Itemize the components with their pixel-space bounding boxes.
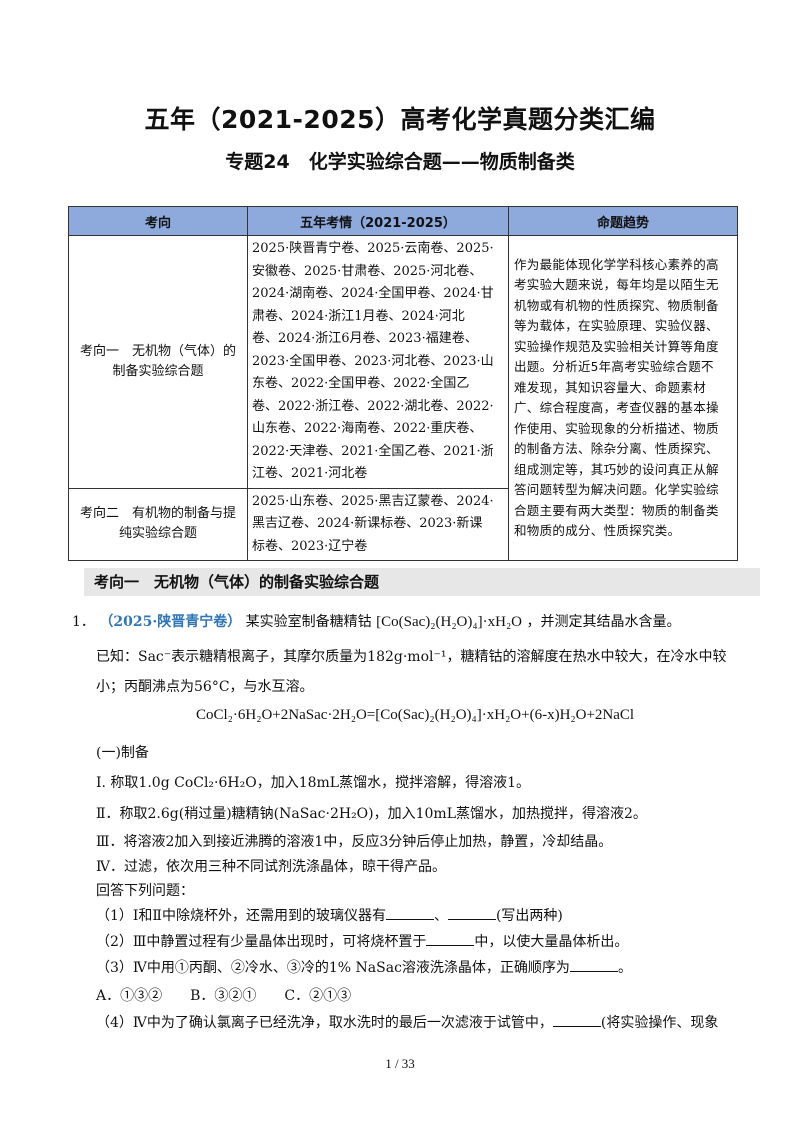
subquestion-text: 中，以使大量晶体析出。 [474,934,629,950]
subquestion-text: （2）Ⅲ中静置过程有少量晶体出现时，可将烧杯置于 [96,934,427,950]
trend-line: 合题主要有两大类型：物质的制备类 [514,502,719,518]
table-row: 考向二 有机物的制备与提纯实验综合题 2025·山东卷、2025·黑吉辽蒙卷、2… [68,487,738,561]
question-source: （2025·陕晋青宁卷） [99,614,242,630]
paper-line: 安徽卷、2025·甘肃卷、2025·河北卷、 [252,263,483,279]
paper-line: 卷、2022·浙江卷、2022·湖北卷、2022· [252,398,494,414]
answer-blank[interactable] [447,905,496,920]
step-line: Ⅲ．将溶液2加入到接近沸腾的溶液1中，反应3分钟后停止加热，静置，冷却结晶。 [96,834,613,850]
paper-line: 东卷、2022·全国甲卷、2022·全国乙 [252,376,470,391]
answer-options: A．①③② B．③②① C．②①③ [96,988,352,1004]
papers-cell: 2025·山东卷、2025·黑吉辽蒙卷、2024· 黑吉辽卷、2024·新课标卷… [247,487,509,561]
topic-cell: 考向一 无机物（气体）的制备实验综合题 [68,235,248,489]
section-heading: 考向一 无机物（气体）的制备实验综合题 [84,568,760,596]
question-intro-end: ，并测定其结晶水含量。 [526,614,681,630]
separator: 、 [433,908,448,924]
paper-line: 2025·陕晋青宁卷、2025·云南卷、2025· [252,241,494,256]
trend-line: 答问题转型为解决问题。化学实验综 [514,482,719,497]
trend-line: 等为载体，在实验原理、实验仪器、 [514,318,719,333]
trend-line: 实验操作规范及实验相关计算等角度 [514,338,719,354]
header-trend: 命题趋势 [508,206,738,236]
step-line: Ⅰ. 称取1.0g CoCl₂·6H₂O，加入18mL蒸馏水，搅拌溶解，得溶液1… [96,775,530,791]
header-topic: 考向 [68,206,248,236]
paper-line: 标卷、2023·辽宁卷 [252,538,368,554]
paper-line: 肃卷、2024·浙江1月卷、2024·河北 [252,308,465,324]
paper-line: 卷、2024·浙江6月卷、2023·福建卷、 [252,331,478,346]
known-info-line: 已知：Sac⁻表示糖精根离子，其摩尔质量为182g·mol⁻¹，糖精钴的溶解度在… [96,649,727,665]
known-info-line: 小；丙酮沸点为56°C，与水互溶。 [96,679,314,695]
subquestion-1: （1）Ⅰ和Ⅱ中除烧杯外，还需用到的玻璃仪器有 、 (写出两种) [96,905,563,925]
trend-line: 难发现，其知识容量大、命题素材 [514,379,707,395]
subquestion-text: （1）Ⅰ和Ⅱ中除烧杯外，还需用到的玻璃仪器有 [96,908,386,924]
trend-line: 广、综合程度高，考查仪器的基本操 [514,400,719,415]
document-title: 五年（2021-2025）高考化学真题分类汇编 [144,105,656,134]
subquestion-text: 。 [617,960,632,976]
trend-line: 的制备方法、除杂分离、性质探究、 [514,441,719,456]
step-line: Ⅱ．称取2.6g(稍过量)糖精钠(NaSac·2H₂O)，加入10mL蒸馏水，加… [96,806,647,822]
document-subtitle: 专题24 化学实验综合题——物质制备类 [225,151,575,173]
subquestion-2: （2）Ⅲ中静置过程有少量晶体出现时，可将烧杯置于 中，以使大量晶体析出。 [96,931,628,951]
subquestion-text: （4）Ⅳ中为了确认氯离子已经洗净，取水洗时的最后一次滤液于试管中， [96,1015,553,1031]
trend-line: 和物质的成分、性质探究类。 [514,523,681,538]
table-header-row: 考向 五年考情（2021-2025） 命题趋势 [68,206,738,236]
trend-line: 机物或有机物的性质探究、物质制备 [514,297,719,313]
reaction-equation: CoCl₂·6H₂O+2NaSac·2H₂O=[Co(Sac)₂(H₂O)₄]·… [196,707,635,723]
answer-blank[interactable] [385,905,434,920]
header-papers: 五年考情（2021-2025） [247,206,509,236]
question-stem: 1． （2025·陕晋青宁卷） 某实验室制备糖精钴 [Co(Sac)₂(H₂O)… [72,611,680,631]
trend-line: 作为最能体现化学学科核心素养的高 [514,256,719,272]
product-formula: [Co(Sac)₂(H₂O)₄]·xH₂O [376,614,523,630]
trend-cell: 作为最能体现化学学科核心素养的高 考实验大题来说，每年均是以陌生无 机物或有机物… [508,235,738,561]
trend-line: 出题。分析近5年高考实验综合题不 [514,359,714,374]
paper-line: 黑吉辽卷、2024·新课标卷、2023·新课 [252,516,483,531]
question-number: 1． [72,614,95,630]
topic-cell: 考向二 有机物的制备与提纯实验综合题 [68,487,248,561]
subquestion-3: （3）Ⅳ中用①丙酮、②冷水、③冷的1% NaSac溶液洗涤晶体，正确顺序为 。 [96,957,632,977]
answer-blank[interactable] [552,1012,601,1027]
trend-line: 考实验大题来说，每年均是以陌生无 [514,277,719,292]
part-title: (一)制备 [96,745,149,761]
page-number: 1 / 33 [385,1056,415,1071]
subquestion-text: （3）Ⅳ中用①丙酮、②冷水、③冷的1% NaSac溶液洗涤晶体，正确顺序为 [96,960,570,976]
prompt-line: 回答下列问题： [96,883,194,899]
subquestion-text: (写出两种) [495,908,563,924]
answer-blank[interactable] [569,957,618,972]
exam-summary-table: 考向 五年考情（2021-2025） 命题趋势 考向一 无机物（气体）的制备实验… [68,206,738,561]
subquestion-text: (将实验操作、现象 [600,1015,719,1031]
paper-line: 2022·天津卷、2021·全国乙卷、2021·浙 [252,443,494,459]
paper-line: 江卷、2021·河北卷 [252,466,368,481]
table-row: 考向一 无机物（气体）的制备实验综合题 2025·陕晋青宁卷、2025·云南卷、… [68,235,738,561]
step-line: Ⅳ．过滤，依次用三种不同试剂洗涤晶体，晾干得产品。 [96,859,446,875]
papers-cell: 2025·陕晋青宁卷、2025·云南卷、2025· 安徽卷、2025·甘肃卷、2… [247,235,509,489]
question-intro: 某实验室制备糖精钴 [245,614,372,630]
paper-line: 2023·全国甲卷、2023·河北卷、2023·山 [252,353,494,369]
paper-line: 2025·山东卷、2025·黑吉辽蒙卷、2024· [252,493,494,509]
answer-blank[interactable] [426,931,475,946]
subquestion-4: （4）Ⅳ中为了确认氯离子已经洗净，取水洗时的最后一次滤液于试管中， (将实验操作、… [96,1012,718,1032]
paper-line: 山东卷、2022·海南卷、2022·重庆卷、 [252,421,483,436]
paper-line: 2024·湖南卷、2024·全国甲卷、2024·甘 [252,286,494,301]
trend-line: 组成测定等，其巧妙的设问真正从解 [514,461,719,477]
trend-line: 作使用、实验现象的分析描述、物质 [514,420,719,436]
